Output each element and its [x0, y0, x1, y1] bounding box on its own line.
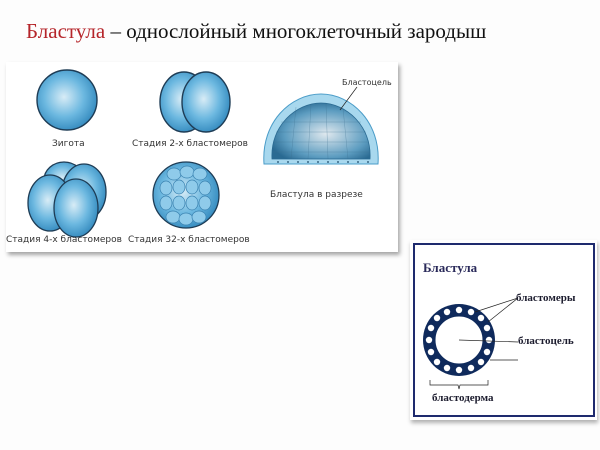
title-definition: – однослойный многоклеточный зародыш	[110, 19, 487, 43]
blastula-section	[263, 86, 379, 165]
title-term: Бластула	[26, 19, 106, 43]
thirty-two-blastomere-cell	[152, 161, 220, 229]
slide-title: Бластула – однослойный многоклеточный за…	[26, 19, 486, 44]
cleavage-illustration	[27, 69, 379, 238]
label-blastomeres: бластомеры	[516, 292, 576, 304]
label-blastoderm: бластодерма	[432, 392, 494, 404]
label-32-blastomeres: Стадия 32-х бластомеров	[128, 235, 250, 245]
cleavage-stages-figure: Зигота Стадия 2-х бластомеров Стадия 4-х…	[6, 62, 398, 252]
label-2-blastomeres: Стадия 2-х бластомеров	[132, 139, 248, 149]
blastula-ring-illustration	[423, 297, 519, 390]
scheme-heading: Бластула	[423, 260, 478, 275]
scheme-border	[413, 243, 595, 417]
label-4-blastomeres: Стадия 4-х бластомеров	[6, 235, 122, 245]
two-blastomere-cell	[159, 71, 231, 133]
zygote-cell	[36, 69, 98, 131]
label-blastocoel: бластоцель	[518, 335, 574, 347]
label-blastula-section: Бластула в разрезе	[270, 190, 363, 200]
blastula-scheme-figure: Бластула бластомеры бластоцель бластодер…	[410, 240, 597, 420]
label-blastocoel-pointer: Бластоцель	[342, 78, 392, 87]
label-zygote: Зигота	[52, 139, 85, 149]
four-blastomere-cell	[27, 161, 107, 238]
